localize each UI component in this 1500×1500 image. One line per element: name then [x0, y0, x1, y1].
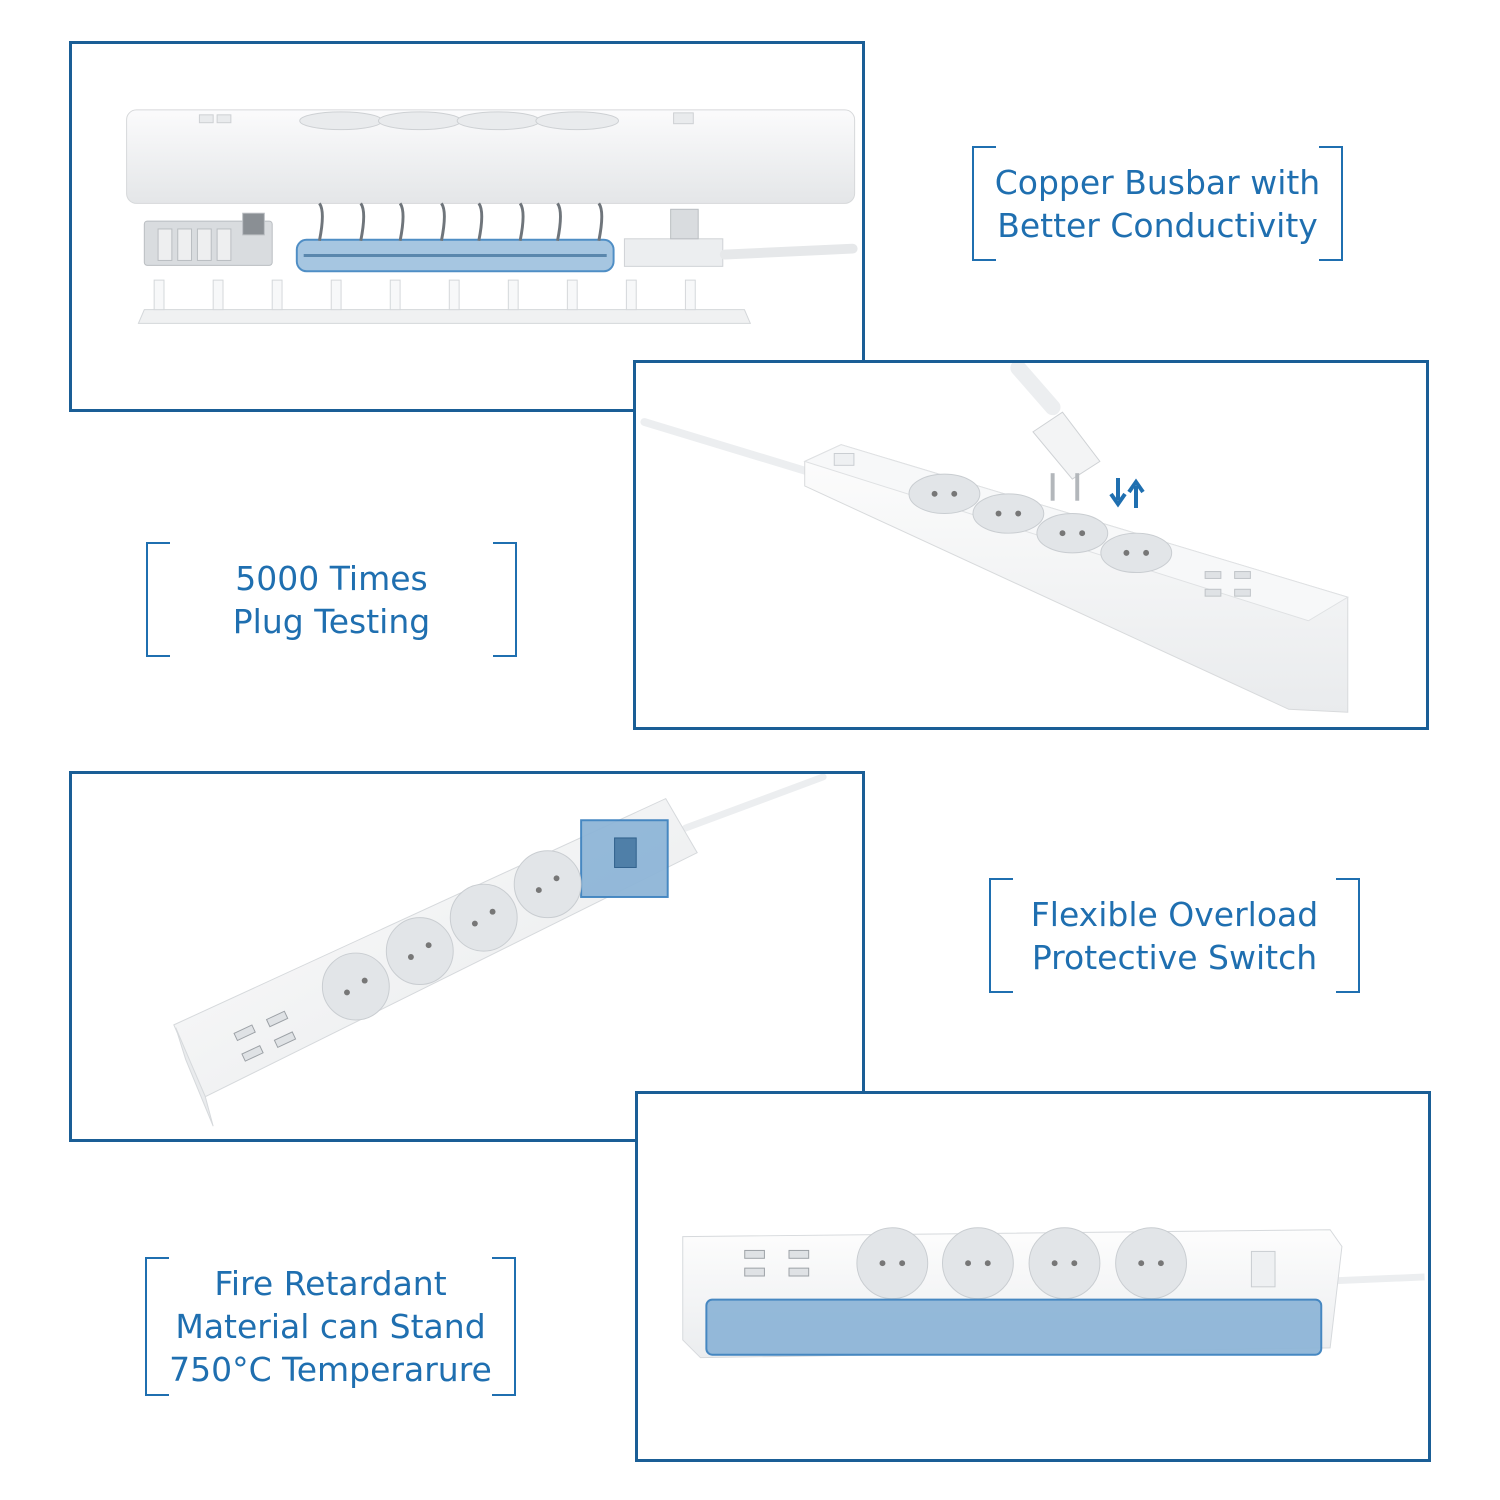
caption-line: Better Conductivity	[997, 205, 1318, 245]
power-strip-with-plug	[640, 363, 1349, 713]
caption-line: Fire Retardant	[214, 1264, 447, 1303]
bracket-left	[989, 878, 1013, 993]
up-down-arrows-icon	[1109, 478, 1145, 508]
caption-line: Material can Stand	[175, 1307, 486, 1346]
caption-line: Plug Testing	[232, 601, 431, 641]
caption-copper-busbar: Copper Busbar with Better Conductivity	[972, 146, 1343, 261]
bracket-left	[146, 542, 170, 657]
bracket-right	[1336, 878, 1360, 993]
plug-testing-image	[633, 360, 1429, 730]
power-strip-diagonal	[173, 774, 827, 1127]
caption-plug-testing: 5000 Times Plug Testing	[146, 542, 517, 657]
overload-switch-image	[69, 771, 865, 1142]
bracket-left	[145, 1257, 169, 1396]
busbar-exploded-image	[69, 41, 865, 412]
caption-line: Flexible Overload	[1030, 894, 1319, 934]
bracket-right	[492, 1257, 516, 1396]
power-strip-front	[682, 1227, 1425, 1359]
bracket-right	[493, 542, 517, 657]
caption-line: 5000 Times	[235, 558, 428, 598]
caption-fire-retardant: Fire Retardant Material can Stand 750°C …	[145, 1257, 516, 1396]
caption-line: Copper Busbar with	[994, 162, 1321, 202]
caption-line: Protective Switch	[1031, 937, 1318, 977]
caption-overload-switch: Flexible Overload Protective Switch	[989, 878, 1360, 993]
caption-line: 750°C Temperarure	[169, 1350, 492, 1389]
bracket-left	[972, 146, 996, 261]
bracket-right	[1319, 146, 1343, 261]
fire-retardant-image	[635, 1091, 1431, 1462]
exploded-power-strip	[126, 109, 858, 324]
